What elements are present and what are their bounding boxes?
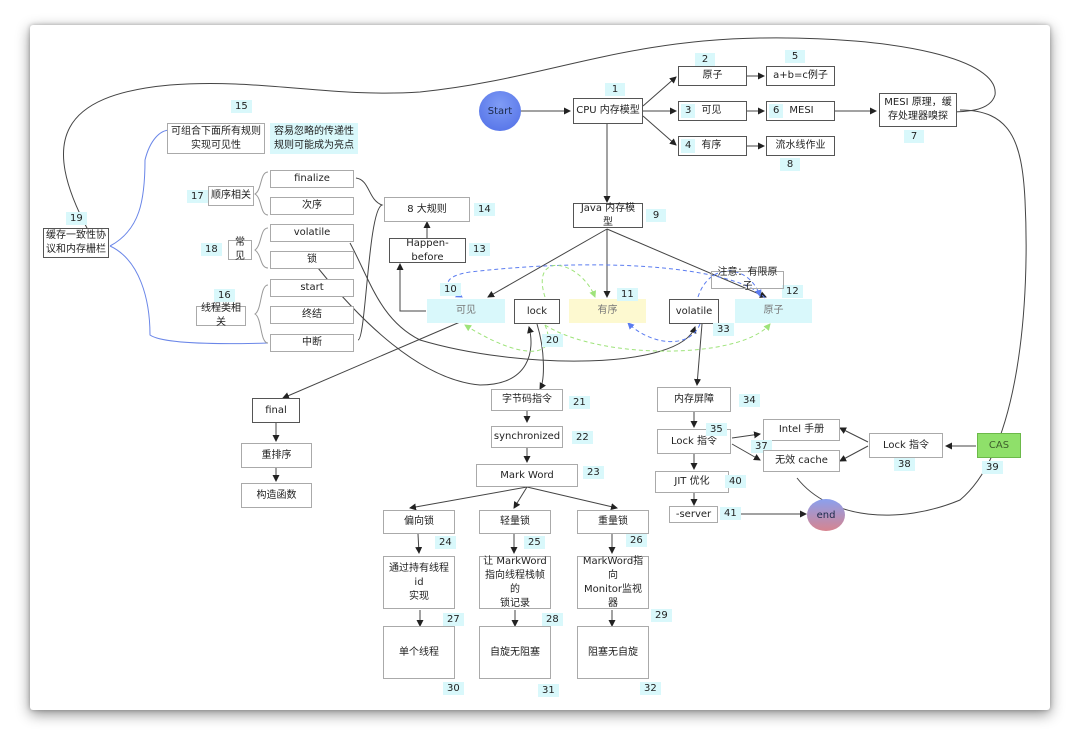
- label-18: 18: [201, 243, 222, 256]
- transitivity-note: 容易忽略的传递性 规则可能成为亮点: [270, 123, 358, 154]
- label-7: 7: [904, 130, 924, 143]
- lightweight-lock-desc-node[interactable]: 让 MarkWord 指向线程栈帧的 锁记录: [479, 556, 551, 609]
- end-label: end: [816, 509, 836, 521]
- biased-lock-node[interactable]: 偏向锁: [383, 510, 455, 534]
- limited-atomic-note: 注意：有限原子: [711, 267, 784, 292]
- constructor-node[interactable]: 构造函数: [241, 483, 312, 508]
- label-16: 16: [214, 289, 235, 302]
- abc-example-node[interactable]: a+b=c例子: [766, 66, 835, 86]
- start-label: Start: [487, 105, 513, 117]
- label-9: 9: [646, 209, 666, 222]
- spin-nonblock-node[interactable]: 自旋无阻塞: [479, 626, 551, 679]
- terminate-rule-node[interactable]: 终结: [270, 306, 354, 324]
- jmm-volatile-node[interactable]: volatile: [669, 299, 719, 324]
- combine-rules-node[interactable]: 可组合下面所有规则 实现可见性: [167, 123, 265, 154]
- cpu-memory-model-node[interactable]: CPU 内存模型: [573, 98, 643, 124]
- start-rule-node[interactable]: start: [270, 279, 354, 297]
- volatile-rule-node[interactable]: volatile: [270, 224, 354, 242]
- invalid-cache-node[interactable]: 无效 cache: [763, 450, 840, 472]
- label-4: 4: [681, 139, 696, 153]
- start-node[interactable]: Start: [479, 91, 521, 131]
- visible-label: 可见: [701, 105, 722, 116]
- label-11: 11: [617, 288, 638, 301]
- label-28: 28: [542, 613, 563, 626]
- label-35: 35: [706, 423, 727, 436]
- pipeline-node[interactable]: 流水线作业: [766, 136, 835, 156]
- label-23: 23: [583, 466, 604, 479]
- cas-node[interactable]: CAS: [977, 433, 1021, 458]
- lock-instruction-2-node[interactable]: Lock 指令: [869, 433, 943, 458]
- label-26: 26: [626, 534, 647, 547]
- label-29: 29: [651, 609, 672, 622]
- ordered-node[interactable]: 4 有序: [678, 136, 747, 156]
- lightweight-lock-node[interactable]: 轻量锁: [479, 510, 551, 534]
- finalize-rule-node[interactable]: finalize: [270, 170, 354, 188]
- jmm-ordered-node[interactable]: 有序: [569, 299, 646, 323]
- order-related-node[interactable]: 顺序相关: [208, 186, 254, 206]
- label-39: 39: [982, 461, 1003, 474]
- label-3: 3: [681, 104, 696, 118]
- jmm-visible-node[interactable]: 可见: [427, 299, 505, 323]
- label-34: 34: [739, 394, 760, 407]
- thread-related-node[interactable]: 线程类相关: [196, 303, 246, 328]
- label-25: 25: [524, 536, 545, 549]
- label-15: 15: [231, 100, 252, 113]
- jmm-atomic-node[interactable]: 原子: [735, 299, 812, 323]
- block-nospin-node[interactable]: 阻塞无自旋: [577, 626, 649, 679]
- server-flag-node[interactable]: -server: [669, 506, 718, 523]
- label-10: 10: [440, 283, 461, 296]
- jmm-lock-node[interactable]: lock: [514, 299, 560, 324]
- sequence-rule-node[interactable]: 次序: [270, 197, 354, 215]
- label-27: 27: [443, 613, 464, 626]
- label-40: 40: [725, 475, 746, 488]
- label-8: 8: [780, 158, 800, 171]
- cache-coherence-node[interactable]: 缓存一致性协 议和内存栅栏: [43, 228, 109, 258]
- label-24: 24: [435, 536, 456, 549]
- label-38: 38: [894, 458, 915, 471]
- memory-barrier-node[interactable]: 内存屏障: [657, 387, 731, 412]
- eight-rules-node[interactable]: 8 大规则: [384, 197, 470, 222]
- biased-lock-desc-node[interactable]: 通过持有线程id 实现: [383, 556, 455, 609]
- label-30: 30: [443, 682, 464, 695]
- label-32: 32: [640, 682, 661, 695]
- interrupt-rule-node[interactable]: 中断: [270, 334, 354, 352]
- intel-manual-node[interactable]: Intel 手册: [763, 419, 840, 441]
- label-2: 2: [695, 53, 715, 66]
- label-21: 21: [569, 396, 590, 409]
- label-17: 17: [187, 190, 208, 203]
- label-31: 31: [538, 684, 559, 697]
- ordered-label: 有序: [701, 140, 722, 151]
- single-thread-node[interactable]: 单个线程: [383, 626, 455, 679]
- bytecode-node[interactable]: 字节码指令: [491, 389, 563, 411]
- mark-word-node[interactable]: Mark Word: [476, 464, 578, 487]
- label-37: 37: [751, 440, 772, 453]
- lock-rule-node[interactable]: 锁: [270, 251, 354, 269]
- mesi-label: MESI: [789, 105, 814, 116]
- label-22: 22: [572, 431, 593, 444]
- mesi-node[interactable]: 6 MESI: [766, 101, 835, 121]
- reorder-node[interactable]: 重排序: [241, 443, 312, 468]
- visible-node[interactable]: 3 可见: [678, 101, 747, 121]
- atomic-node[interactable]: 原子: [678, 66, 747, 86]
- end-node[interactable]: end: [807, 499, 845, 531]
- label-13: 13: [469, 243, 490, 256]
- common-node[interactable]: 常见: [228, 237, 252, 262]
- java-memory-model-node[interactable]: Java 内存模型: [573, 203, 643, 228]
- synchronized-node[interactable]: synchronized: [491, 426, 563, 448]
- label-6: 6: [769, 104, 784, 118]
- heavyweight-lock-desc-node[interactable]: MarkWord指向 Monitor监视器: [577, 556, 649, 609]
- label-19: 19: [66, 212, 87, 225]
- label-12: 12: [782, 285, 803, 298]
- mesi-principle-node[interactable]: MESI 原理，缓 存处理器嗅探: [879, 93, 957, 127]
- label-20: 20: [542, 334, 563, 347]
- label-41: 41: [720, 507, 741, 520]
- label-1: 1: [605, 83, 625, 96]
- final-node[interactable]: final: [252, 398, 300, 423]
- label-5: 5: [785, 50, 805, 63]
- heavyweight-lock-node[interactable]: 重量锁: [577, 510, 649, 534]
- label-14: 14: [474, 203, 495, 216]
- label-33: 33: [713, 323, 734, 336]
- happen-before-node[interactable]: Happen-before: [389, 238, 466, 263]
- jit-optimize-node[interactable]: JIT 优化: [655, 471, 729, 493]
